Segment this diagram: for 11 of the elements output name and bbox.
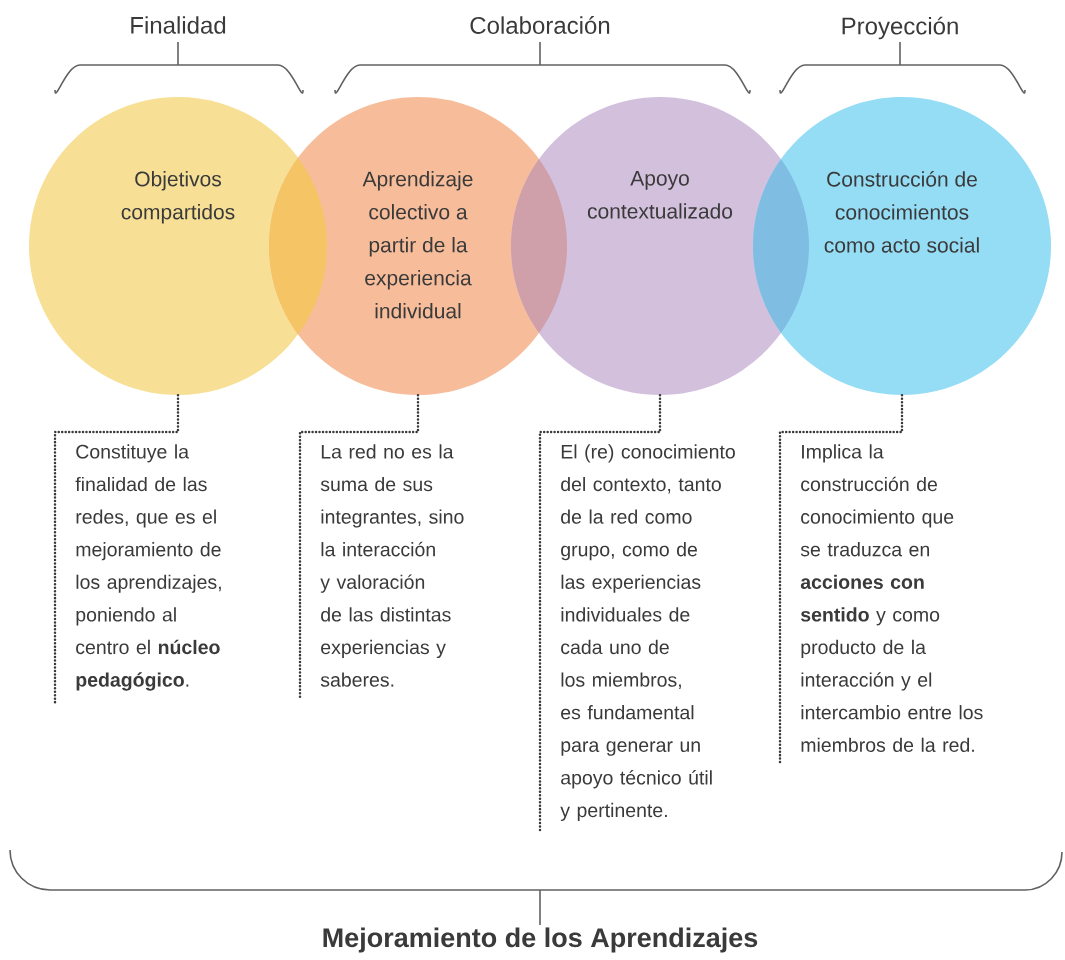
leader-line: [298, 394, 420, 701]
bracket-heading: Proyección: [842, 16, 958, 40]
leader-line: [53, 394, 180, 705]
caption-heading: Mejoramiento de los Aprendizajes: [323, 927, 758, 953]
leader-line: [778, 394, 904, 766]
description-text: El (re) conocimiento del contexto, tanto de la red como grupo, como de las experiencias individuales de cada uno de los miembros, es fundamental para generar un apoyo técnico útil y pertinente.: [560, 444, 735, 821]
description-text: Constituye la finalidad de las redes, que es el mejoramiento de los aprendizajes, poniendo al centro el núcleo pedagógico.: [75, 444, 221, 691]
description-text: La red no es la suma de sus integrantes, sino la interacción y valoración de las distintas experiencias y saberes.: [320, 444, 464, 687]
bracket-heading: Colaboración: [470, 16, 610, 34]
description-text: Implica la construcción de conocimiento que se traduzca en acciones con sentido y como producto de la interacción y el intercambio entre los miembros de la red.: [800, 444, 983, 752]
bracket-heading: Finalidad: [131, 16, 226, 34]
